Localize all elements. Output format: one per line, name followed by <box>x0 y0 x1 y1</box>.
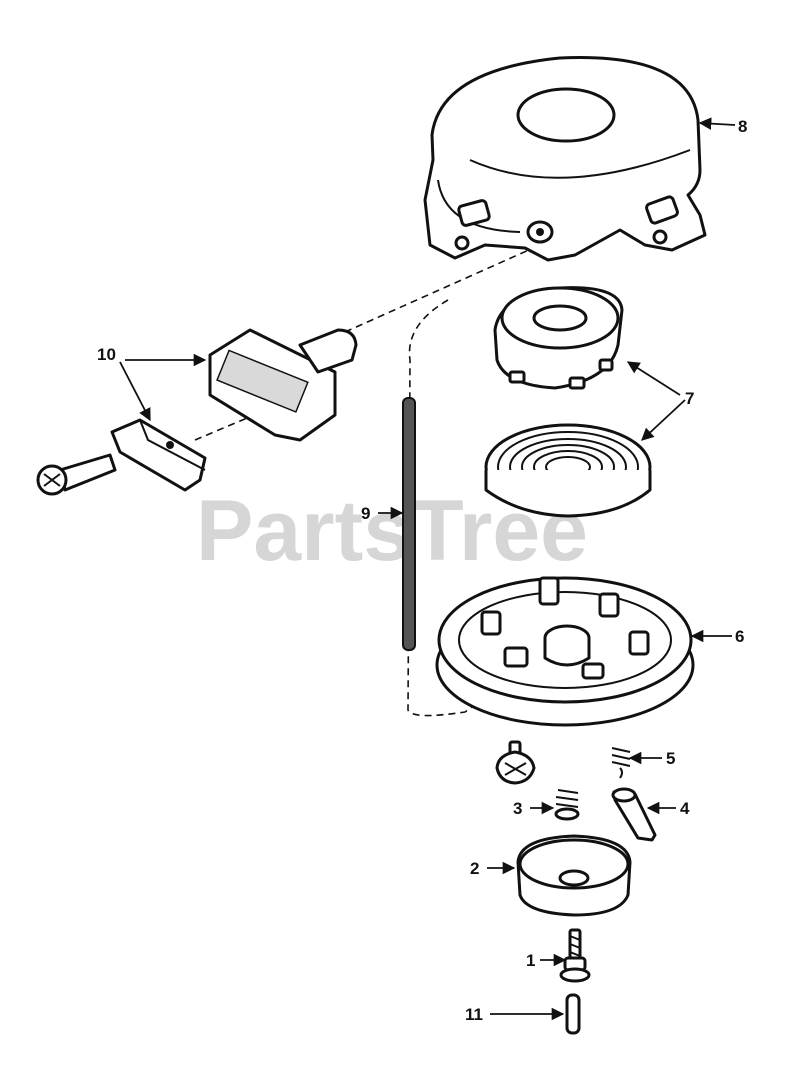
spring-part-5 <box>611 747 631 779</box>
callout-1: 1 <box>526 951 535 970</box>
rope-path-insert-to-handle <box>194 401 286 441</box>
pin-part-11 <box>565 993 581 1035</box>
starter-rope <box>402 397 416 651</box>
callout-2: 2 <box>470 859 479 878</box>
handle-insert <box>110 418 207 492</box>
callout-10: 10 <box>97 345 116 364</box>
callout-11: 11 <box>465 1005 483 1024</box>
leader-line-7b <box>641 399 686 441</box>
spring-cup <box>493 286 624 390</box>
leader-line-10b <box>119 361 151 422</box>
pulley <box>435 576 695 727</box>
leader-line-8 <box>698 117 736 130</box>
spring-part-3 <box>554 789 580 821</box>
screw-part-1 <box>559 928 591 983</box>
recoil-spring <box>484 423 652 518</box>
callout-5: 5 <box>666 749 675 768</box>
leader-line-7a <box>626 361 681 396</box>
starter-handle <box>208 328 358 442</box>
callout-4: 4 <box>680 799 690 818</box>
callout-6: 6 <box>735 627 744 646</box>
hub-screw <box>495 740 536 785</box>
rope-knot <box>36 453 117 496</box>
callout-3: 3 <box>513 799 522 818</box>
pawl-part-4 <box>611 787 657 842</box>
rope-path-rope-to-pulley <box>407 299 486 717</box>
callout-8: 8 <box>738 117 747 136</box>
retainer-part-2 <box>516 834 632 917</box>
callout-9: 9 <box>361 504 370 523</box>
starter-housing <box>423 56 707 262</box>
callout-7: 7 <box>685 389 694 408</box>
